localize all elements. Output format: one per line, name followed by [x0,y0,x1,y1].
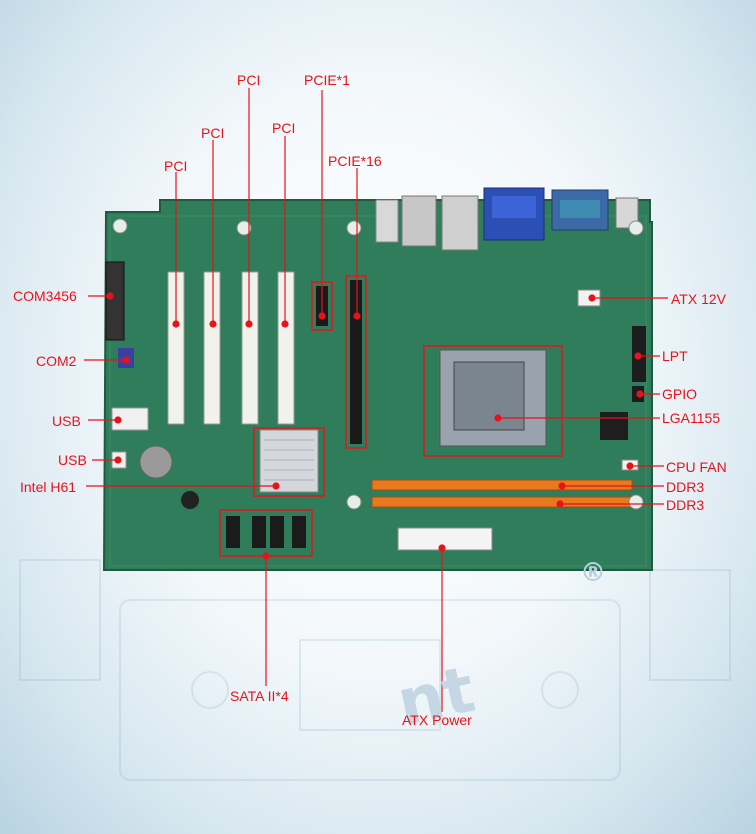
ddr3-slot-1 [371,479,633,491]
rear-io-usb-2 [441,195,479,251]
pcie-x16-slot [350,280,362,444]
label-pci-2: PCI [201,125,225,141]
pci-slot-3 [241,271,259,425]
ddr3-slot-2 [371,496,633,508]
label-pci-3: PCI [237,72,261,88]
label-pci-4: PCI [272,120,296,136]
com3456-header [105,261,125,341]
rear-io-aux [615,197,639,229]
label-ddr3-2: DDR3 [666,497,705,513]
rear-io-usb-1 [375,199,399,243]
pci-slot-4 [277,271,295,425]
label-atx-power: ATX Power [402,712,472,728]
sata-port-3 [270,516,284,548]
pcb [102,199,653,571]
label-ddr3-1: DDR3 [666,479,705,495]
label-pci-1: PCI [164,158,188,174]
label-pcie1: PCIE*1 [304,72,350,88]
label-pcie16: PCIE*16 [328,153,382,169]
h61-heatsink [259,429,319,493]
label-lpt: LPT [662,348,688,364]
label-com3456: COM3456 [13,288,77,304]
cmos-battery [139,445,173,479]
label-lga1155: LGA1155 [662,410,721,426]
watermark-registered: ® [580,558,606,588]
label-usb-1: USB [52,413,81,429]
buzzer [181,491,199,509]
sata-port-1 [226,516,240,548]
usb-header-1 [111,407,149,431]
label-sata: SATA II*4 [230,688,289,704]
label-gpio: GPIO [662,386,698,402]
label-com2: COM2 [36,353,77,369]
label-cpu-fan: CPU FAN [666,459,727,475]
sata-port-4 [292,516,306,548]
rear-io-lan [401,195,437,247]
io-chip [600,412,628,440]
label-atx12v: ATX 12V [671,291,726,307]
atx-power-connector [397,527,493,551]
pci-slot-2 [203,271,221,425]
label-usb-2: USB [58,452,87,468]
background-pattern [19,559,731,781]
label-intel-h61: Intel H61 [20,479,77,495]
sata-port-2 [252,516,266,548]
